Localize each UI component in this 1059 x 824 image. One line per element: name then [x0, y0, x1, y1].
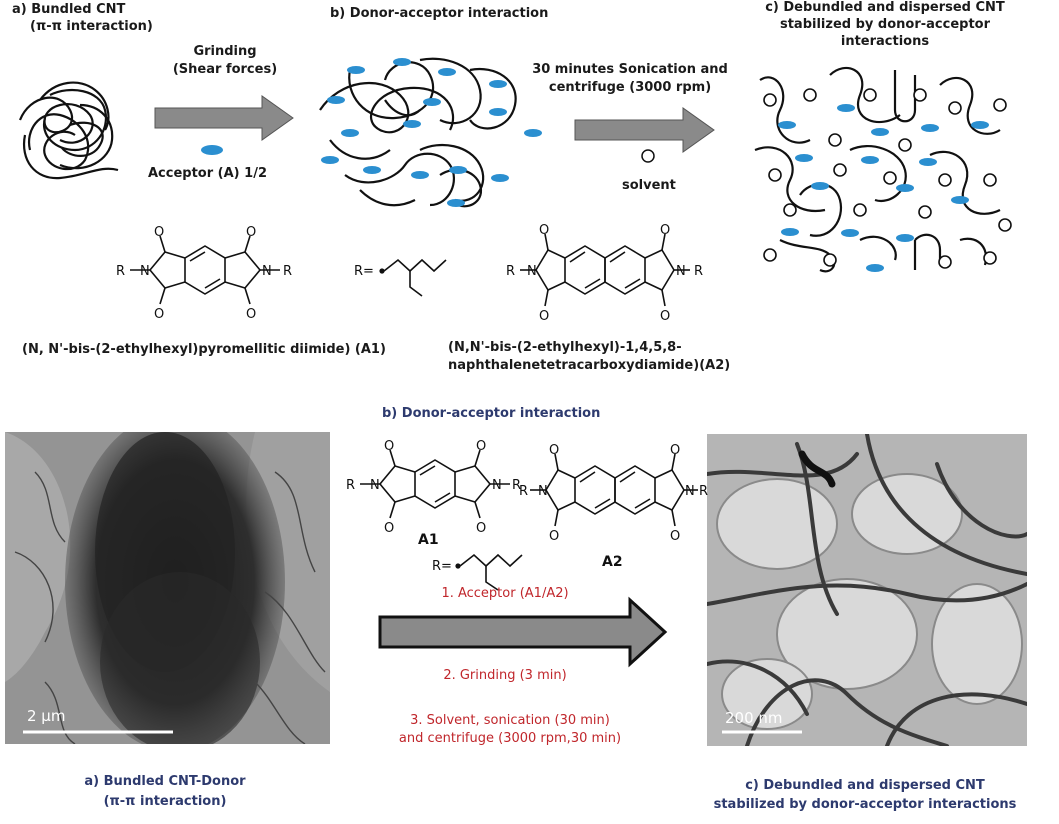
- chem-r-left-a2: R: [506, 264, 515, 279]
- chem-o-4: O: [246, 307, 256, 322]
- acceptor-legend-icon: [201, 145, 223, 155]
- chem-b-o-a2-3: O: [670, 443, 680, 458]
- pyromellitic-diimide-structure-top: [130, 235, 280, 305]
- step-1-label: 1. Acceptor (A1/A2): [441, 586, 569, 601]
- bottom-c-caption-line1: c) Debundled and dispersed CNT: [745, 778, 985, 793]
- sonication-label-line2: centrifuge (3000 rpm): [548, 80, 712, 95]
- grinding-label: Grinding: [193, 44, 257, 59]
- tem-image-dispersed-cnt: 200 nm: [707, 434, 1027, 746]
- donor-acceptor-tangle: [319, 57, 517, 208]
- solvent-legend-label: solvent: [622, 178, 676, 193]
- solvent-legend-icon: [641, 149, 655, 163]
- acceptor-molecules-b: [321, 58, 542, 207]
- chem-b-r-left-a2: R: [519, 484, 528, 499]
- dispersed-cnt-tubes: [754, 66, 1001, 273]
- chem-b-o-a2-1: O: [549, 443, 559, 458]
- chem-o-a2-2: O: [539, 309, 549, 324]
- chem-b-o-a2-4: O: [670, 529, 680, 544]
- chem-n-right: N: [262, 264, 272, 279]
- scale-bar-label-right: 200 nm: [725, 709, 783, 727]
- chem-r-right: R: [283, 264, 292, 279]
- step-2-label: 2. Grinding (3 min): [443, 668, 567, 683]
- ethylhexyl-chain-bottom: [455, 553, 523, 591]
- chem-n-left: N: [140, 264, 150, 279]
- step-3-label-line1: 3. Solvent, sonication (30 min): [410, 713, 610, 728]
- acceptor-legend-label: Acceptor (A) 1/2: [148, 166, 267, 181]
- chem-b-n-right-a2: N: [685, 484, 695, 499]
- chem-b-n-left-a2: N: [538, 484, 548, 499]
- a2-caption-line1: (N,N'-bis-(2-ethylhexyl)-1,4,5,8-: [448, 340, 682, 355]
- bundled-cnt-tangle: [18, 81, 119, 180]
- grinding-arrow-icon: [154, 95, 294, 141]
- r-group-label-top: R=: [354, 264, 374, 279]
- chem-b-r-right: R: [512, 478, 521, 493]
- chem-o-1: O: [154, 225, 164, 240]
- bottom-b-title: b) Donor-acceptor interaction: [382, 406, 601, 421]
- top-scheme-graphics: R N N R O O O O R= R N N R O O O O: [18, 57, 1012, 324]
- chem-b-o-3: O: [476, 439, 486, 454]
- ethylhexyl-chain-top: [379, 258, 447, 297]
- scale-bar-label-left: 2 μm: [27, 707, 66, 725]
- top-c-title-line1: c) Debundled and dispersed CNT: [765, 0, 1005, 15]
- chem-b-r-right-a2: R: [699, 484, 708, 499]
- top-c-title-line3: interactions: [840, 34, 930, 49]
- chem-b-o-4: O: [476, 521, 486, 536]
- chem-b-o-1: O: [384, 439, 394, 454]
- bottom-a-caption-line2: (π-π interaction): [103, 794, 227, 809]
- chem-b-n-left: N: [370, 478, 380, 493]
- a2-label: A2: [602, 554, 623, 570]
- chem-b-o-a2-2: O: [549, 529, 559, 544]
- chem-n-left-a2: N: [527, 264, 537, 279]
- chem-n-right-a2: N: [676, 264, 686, 279]
- process-arrow-icon: [378, 596, 668, 668]
- sonication-label-line1: 30 minutes Sonication and: [532, 62, 728, 77]
- a2-caption-line2: naphthalenetetracarboxydiamide)(A2): [448, 358, 731, 373]
- bottom-a-caption-line1: a) Bundled CNT-Donor: [84, 774, 246, 789]
- bottom-c-caption-line2: stabilized by donor-acceptor interaction…: [713, 797, 1017, 812]
- top-a-title-line1: a) Bundled CNT: [12, 2, 126, 17]
- pyromellitic-diimide-structure-bottom: [360, 449, 510, 519]
- a1-caption: (N, N'-bis-(2-ethylhexyl)pyromellitic di…: [22, 342, 386, 357]
- r-group-label-bottom: R=: [432, 559, 452, 574]
- sonication-arrow-icon: [574, 107, 715, 153]
- naphthalene-diimide-structure-bottom: [530, 453, 698, 527]
- chem-o-2: O: [154, 307, 164, 322]
- naphthalene-diimide-structure-top: [520, 233, 690, 307]
- tem-image-bundled-cnt: 2 μm: [5, 432, 330, 744]
- a1-label: A1: [418, 532, 439, 548]
- step-3-label-line2: and centrifuge (3000 rpm,30 min): [398, 731, 622, 746]
- solvent-molecules-c: [763, 88, 1012, 269]
- acceptor-molecules-c: [778, 104, 989, 272]
- shear-forces-label: (Shear forces): [172, 62, 278, 77]
- chem-o-a2-3: O: [660, 223, 670, 238]
- chem-o-a2-1: O: [539, 223, 549, 238]
- chem-o-a2-4: O: [660, 309, 670, 324]
- chem-b-r-left: R: [346, 478, 355, 493]
- chem-b-n-right: N: [492, 478, 502, 493]
- top-b-title: b) Donor-acceptor interaction: [330, 6, 549, 21]
- top-a-title-line2: (π-π interaction): [30, 19, 153, 34]
- chem-b-o-2: O: [384, 521, 394, 536]
- top-c-title-line2: stabilized by donor-acceptor: [779, 17, 990, 32]
- chem-r-left: R: [116, 264, 125, 279]
- chem-o-3: O: [246, 225, 256, 240]
- chem-r-right-a2: R: [694, 264, 703, 279]
